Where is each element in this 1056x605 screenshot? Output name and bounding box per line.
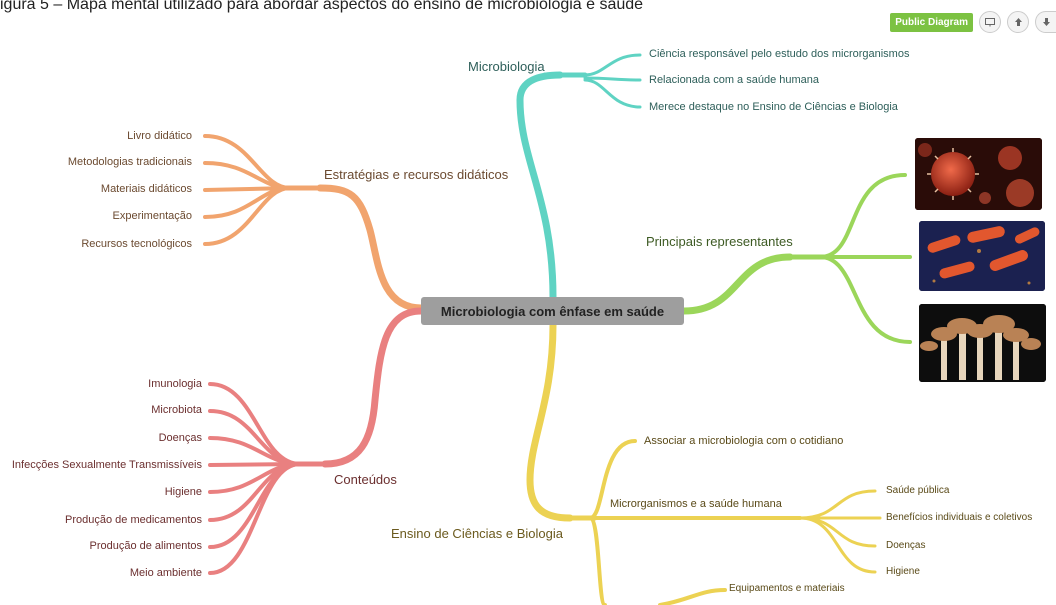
- estrategias-item[interactable]: Materiais didáticos: [100, 183, 192, 195]
- branch-estrategias-lines: [203, 134, 425, 312]
- branch-conteudos[interactable]: Conteúdos: [334, 472, 397, 487]
- conteudos-item[interactable]: Infecções Sexualmente Transmissíveis: [11, 459, 202, 471]
- estrategias-item[interactable]: Livro didático: [127, 130, 192, 142]
- virus-image[interactable]: [915, 138, 1042, 210]
- ensino-subbranch[interactable]: Microrganismos e a saúde humana: [610, 498, 782, 510]
- estrategias-item[interactable]: Experimentação: [112, 210, 193, 222]
- branch-representantes-lines: [680, 173, 912, 344]
- estrategias-item[interactable]: Recursos tecnológicos: [81, 238, 192, 250]
- branch-conteudos-lines: [208, 307, 425, 575]
- branch-representantes[interactable]: Principais representantes: [646, 234, 793, 249]
- ensino-sub-item[interactable]: Benefícios individuais e coletivos: [886, 512, 1033, 523]
- ensino-sub-item[interactable]: Higiene: [886, 566, 920, 577]
- conteudos-item[interactable]: Meio ambiente: [129, 567, 202, 579]
- download-icon[interactable]: [1035, 11, 1056, 33]
- branch-ensino[interactable]: Ensino de Ciências e Biologia: [391, 526, 563, 541]
- conteudos-item[interactable]: Microbiota: [151, 404, 202, 416]
- ensino-sub-item[interactable]: Saúde pública: [886, 485, 950, 496]
- microbiologia-item[interactable]: Merece destaque no Ensino de Ciências e …: [649, 101, 898, 113]
- mushroom-image[interactable]: [919, 304, 1046, 382]
- branch-microbiologia-lines: [516, 53, 642, 301]
- presentation-icon[interactable]: [979, 11, 1001, 33]
- branch-microbiologia[interactable]: Microbiologia: [468, 59, 545, 74]
- conteudos-item[interactable]: Produção de medicamentos: [65, 514, 202, 526]
- root-node[interactable]: Microbiologia com ênfase em saúde: [421, 297, 684, 325]
- conteudos-item[interactable]: Doenças: [158, 432, 202, 444]
- conteudos-item[interactable]: Higiene: [164, 486, 202, 498]
- ensino-sub-item[interactable]: Doenças: [886, 540, 926, 551]
- estrategias-item[interactable]: Metodologias tradicionais: [67, 156, 192, 168]
- branch-ensino-lines: [526, 321, 882, 605]
- ensino-item[interactable]: Equipamentos e materiais: [729, 583, 845, 594]
- microbiologia-item[interactable]: Ciência responsável pelo estudo dos micr…: [649, 48, 910, 60]
- conteudos-item[interactable]: Imunologia: [148, 378, 202, 390]
- toolbar: Public Diagram: [890, 11, 1056, 33]
- microbiologia-item[interactable]: Relacionada com a saúde humana: [649, 74, 820, 86]
- figure-caption: igura 5 – Mapa mental utilizado para abo…: [0, 0, 644, 13]
- branch-estrategias[interactable]: Estratégias e recursos didáticos: [324, 167, 509, 182]
- conteudos-item[interactable]: Produção de alimentos: [89, 540, 202, 552]
- upload-icon[interactable]: [1007, 11, 1029, 33]
- bacteria-image[interactable]: [919, 221, 1045, 291]
- ensino-item[interactable]: Associar a microbiologia com o cotidiano: [644, 435, 844, 447]
- public-diagram-badge[interactable]: Public Diagram: [890, 12, 973, 32]
